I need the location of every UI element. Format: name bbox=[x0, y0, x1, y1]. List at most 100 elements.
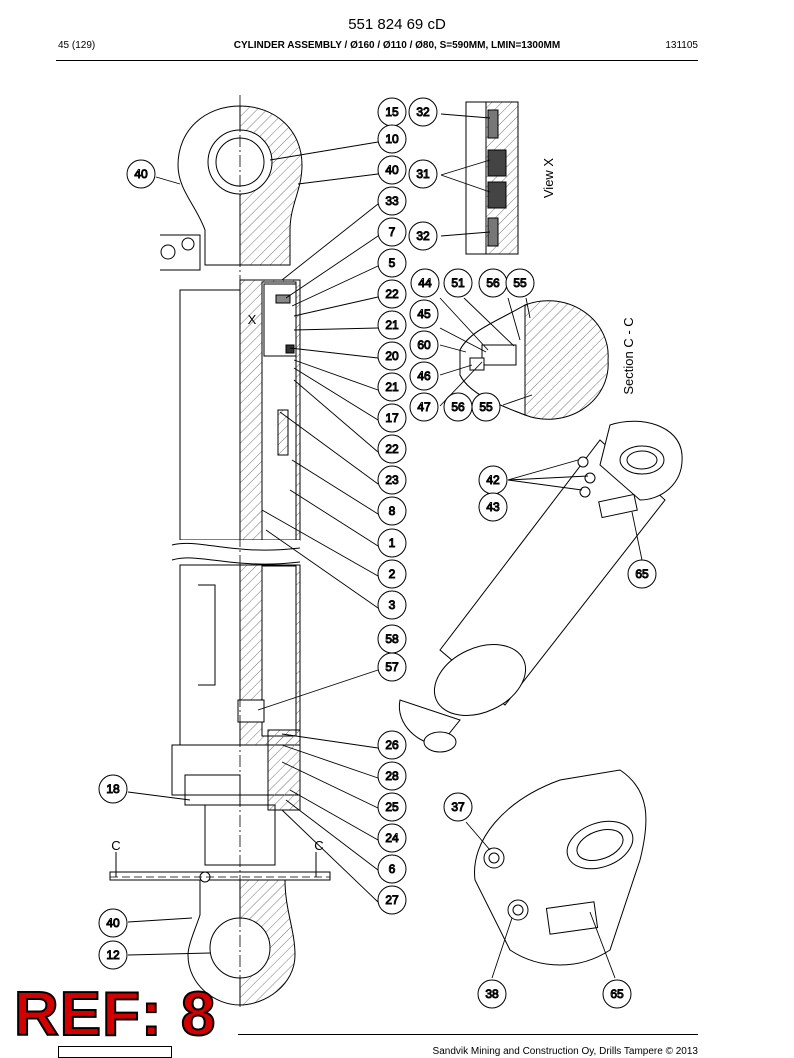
svg-text:27: 27 bbox=[385, 893, 399, 907]
balloon: 44 bbox=[410, 268, 440, 298]
svg-text:5: 5 bbox=[389, 256, 396, 270]
balloon: 21 bbox=[377, 372, 407, 402]
balloon: 40 bbox=[377, 155, 407, 185]
svg-text:3: 3 bbox=[389, 598, 396, 612]
section-c-left-label: C bbox=[111, 838, 120, 853]
svg-text:26: 26 bbox=[385, 738, 399, 752]
section-cc-inset bbox=[459, 300, 609, 420]
balloon: 10 bbox=[377, 124, 407, 154]
balloon: 5 bbox=[377, 248, 407, 278]
svg-text:2: 2 bbox=[389, 567, 396, 581]
svg-text:38: 38 bbox=[485, 987, 499, 1001]
x-mark-label: X bbox=[248, 312, 257, 327]
svg-text:51: 51 bbox=[451, 276, 465, 290]
view-x-label: View X bbox=[541, 158, 556, 199]
view-x-inset bbox=[465, 101, 519, 255]
leader-lines bbox=[127, 113, 643, 979]
svg-text:33: 33 bbox=[385, 194, 399, 208]
balloon: 23 bbox=[377, 465, 407, 495]
balloon: 55 bbox=[505, 268, 535, 298]
svg-text:46: 46 bbox=[417, 369, 431, 383]
svg-text:42: 42 bbox=[486, 473, 500, 487]
balloon: 22 bbox=[377, 434, 407, 464]
svg-text:44: 44 bbox=[418, 276, 432, 290]
svg-text:1: 1 bbox=[389, 536, 396, 550]
balloons: 15 32 10 40 31 33 7 32 5 22 44 51 56 55 … bbox=[98, 97, 657, 1009]
drawing-title: CYLINDER ASSEMBLY / Ø160 / Ø110 / Ø80, S… bbox=[233, 40, 561, 51]
svg-text:40: 40 bbox=[106, 916, 120, 930]
balloon: 28 bbox=[377, 761, 407, 791]
balloon: 40 bbox=[98, 908, 128, 938]
svg-text:40: 40 bbox=[134, 167, 148, 181]
balloon: 8 bbox=[377, 496, 407, 526]
svg-text:23: 23 bbox=[385, 473, 399, 487]
svg-text:60: 60 bbox=[417, 338, 431, 352]
balloon: 31 bbox=[408, 159, 438, 189]
balloon: 6 bbox=[377, 854, 407, 884]
svg-text:56: 56 bbox=[451, 400, 465, 414]
balloon: 42 bbox=[478, 465, 508, 495]
footer-copyright: Sandvik Mining and Construction Oy, Dril… bbox=[432, 1046, 698, 1057]
svg-text:57: 57 bbox=[385, 660, 399, 674]
svg-text:40: 40 bbox=[385, 163, 399, 177]
svg-text:17: 17 bbox=[385, 411, 399, 425]
balloon: 20 bbox=[377, 341, 407, 371]
header-divider bbox=[56, 60, 698, 61]
ref-label: REF: 8 bbox=[13, 980, 217, 1049]
section-cc-label: Section C - C bbox=[621, 317, 636, 394]
balloon: 22 bbox=[377, 279, 407, 309]
svg-text:32: 32 bbox=[416, 229, 430, 243]
balloon: 26 bbox=[377, 730, 407, 760]
svg-text:7: 7 bbox=[389, 225, 396, 239]
balloon: 18 bbox=[98, 774, 128, 804]
svg-text:6: 6 bbox=[389, 862, 396, 876]
svg-text:21: 21 bbox=[385, 380, 399, 394]
footer-divider bbox=[238, 1034, 698, 1035]
balloon: 24 bbox=[377, 823, 407, 853]
balloon: 2 bbox=[377, 559, 407, 589]
svg-text:31: 31 bbox=[416, 167, 430, 181]
svg-text:55: 55 bbox=[479, 400, 493, 414]
svg-text:56: 56 bbox=[486, 276, 500, 290]
balloon: 32 bbox=[408, 221, 438, 251]
svg-text:65: 65 bbox=[635, 567, 649, 581]
svg-text:20: 20 bbox=[385, 349, 399, 363]
svg-text:8: 8 bbox=[389, 504, 396, 518]
svg-text:22: 22 bbox=[385, 442, 399, 456]
main-section-view bbox=[109, 95, 331, 1010]
isometric-view bbox=[398, 420, 683, 753]
lower-detail-view bbox=[474, 769, 647, 966]
svg-text:22: 22 bbox=[385, 287, 399, 301]
balloon: 45 bbox=[409, 299, 439, 329]
svg-text:12: 12 bbox=[106, 948, 120, 962]
svg-text:55: 55 bbox=[513, 276, 527, 290]
svg-text:58: 58 bbox=[385, 632, 399, 646]
section-c-right-label: C bbox=[314, 838, 323, 853]
page-number: 45 (129) bbox=[58, 40, 96, 51]
balloon: 32 bbox=[408, 97, 438, 127]
balloon: 15 bbox=[377, 97, 407, 127]
svg-text:37: 37 bbox=[451, 800, 465, 814]
balloon: 37 bbox=[443, 792, 473, 822]
date-code: 131105 bbox=[665, 40, 698, 51]
balloon: 55 bbox=[471, 392, 501, 422]
balloon: 65 bbox=[627, 559, 657, 589]
balloon: 46 bbox=[409, 361, 439, 391]
svg-text:43: 43 bbox=[486, 500, 500, 514]
svg-text:28: 28 bbox=[385, 769, 399, 783]
balloon: 12 bbox=[98, 940, 128, 970]
svg-text:47: 47 bbox=[417, 400, 431, 414]
sandvik-logo-icon bbox=[58, 1046, 172, 1058]
balloon: 40 bbox=[126, 159, 156, 189]
svg-text:21: 21 bbox=[385, 318, 399, 332]
balloon: 43 bbox=[478, 492, 508, 522]
balloon: 1 bbox=[377, 528, 407, 558]
balloon: 57 bbox=[377, 652, 407, 682]
svg-text:15: 15 bbox=[385, 105, 399, 119]
balloon: 56 bbox=[478, 268, 508, 298]
balloon: 25 bbox=[377, 792, 407, 822]
balloon: 58 bbox=[377, 624, 407, 654]
svg-text:65: 65 bbox=[610, 987, 624, 1001]
document-number: 551 824 69 cD bbox=[348, 16, 446, 33]
balloon: 21 bbox=[377, 310, 407, 340]
